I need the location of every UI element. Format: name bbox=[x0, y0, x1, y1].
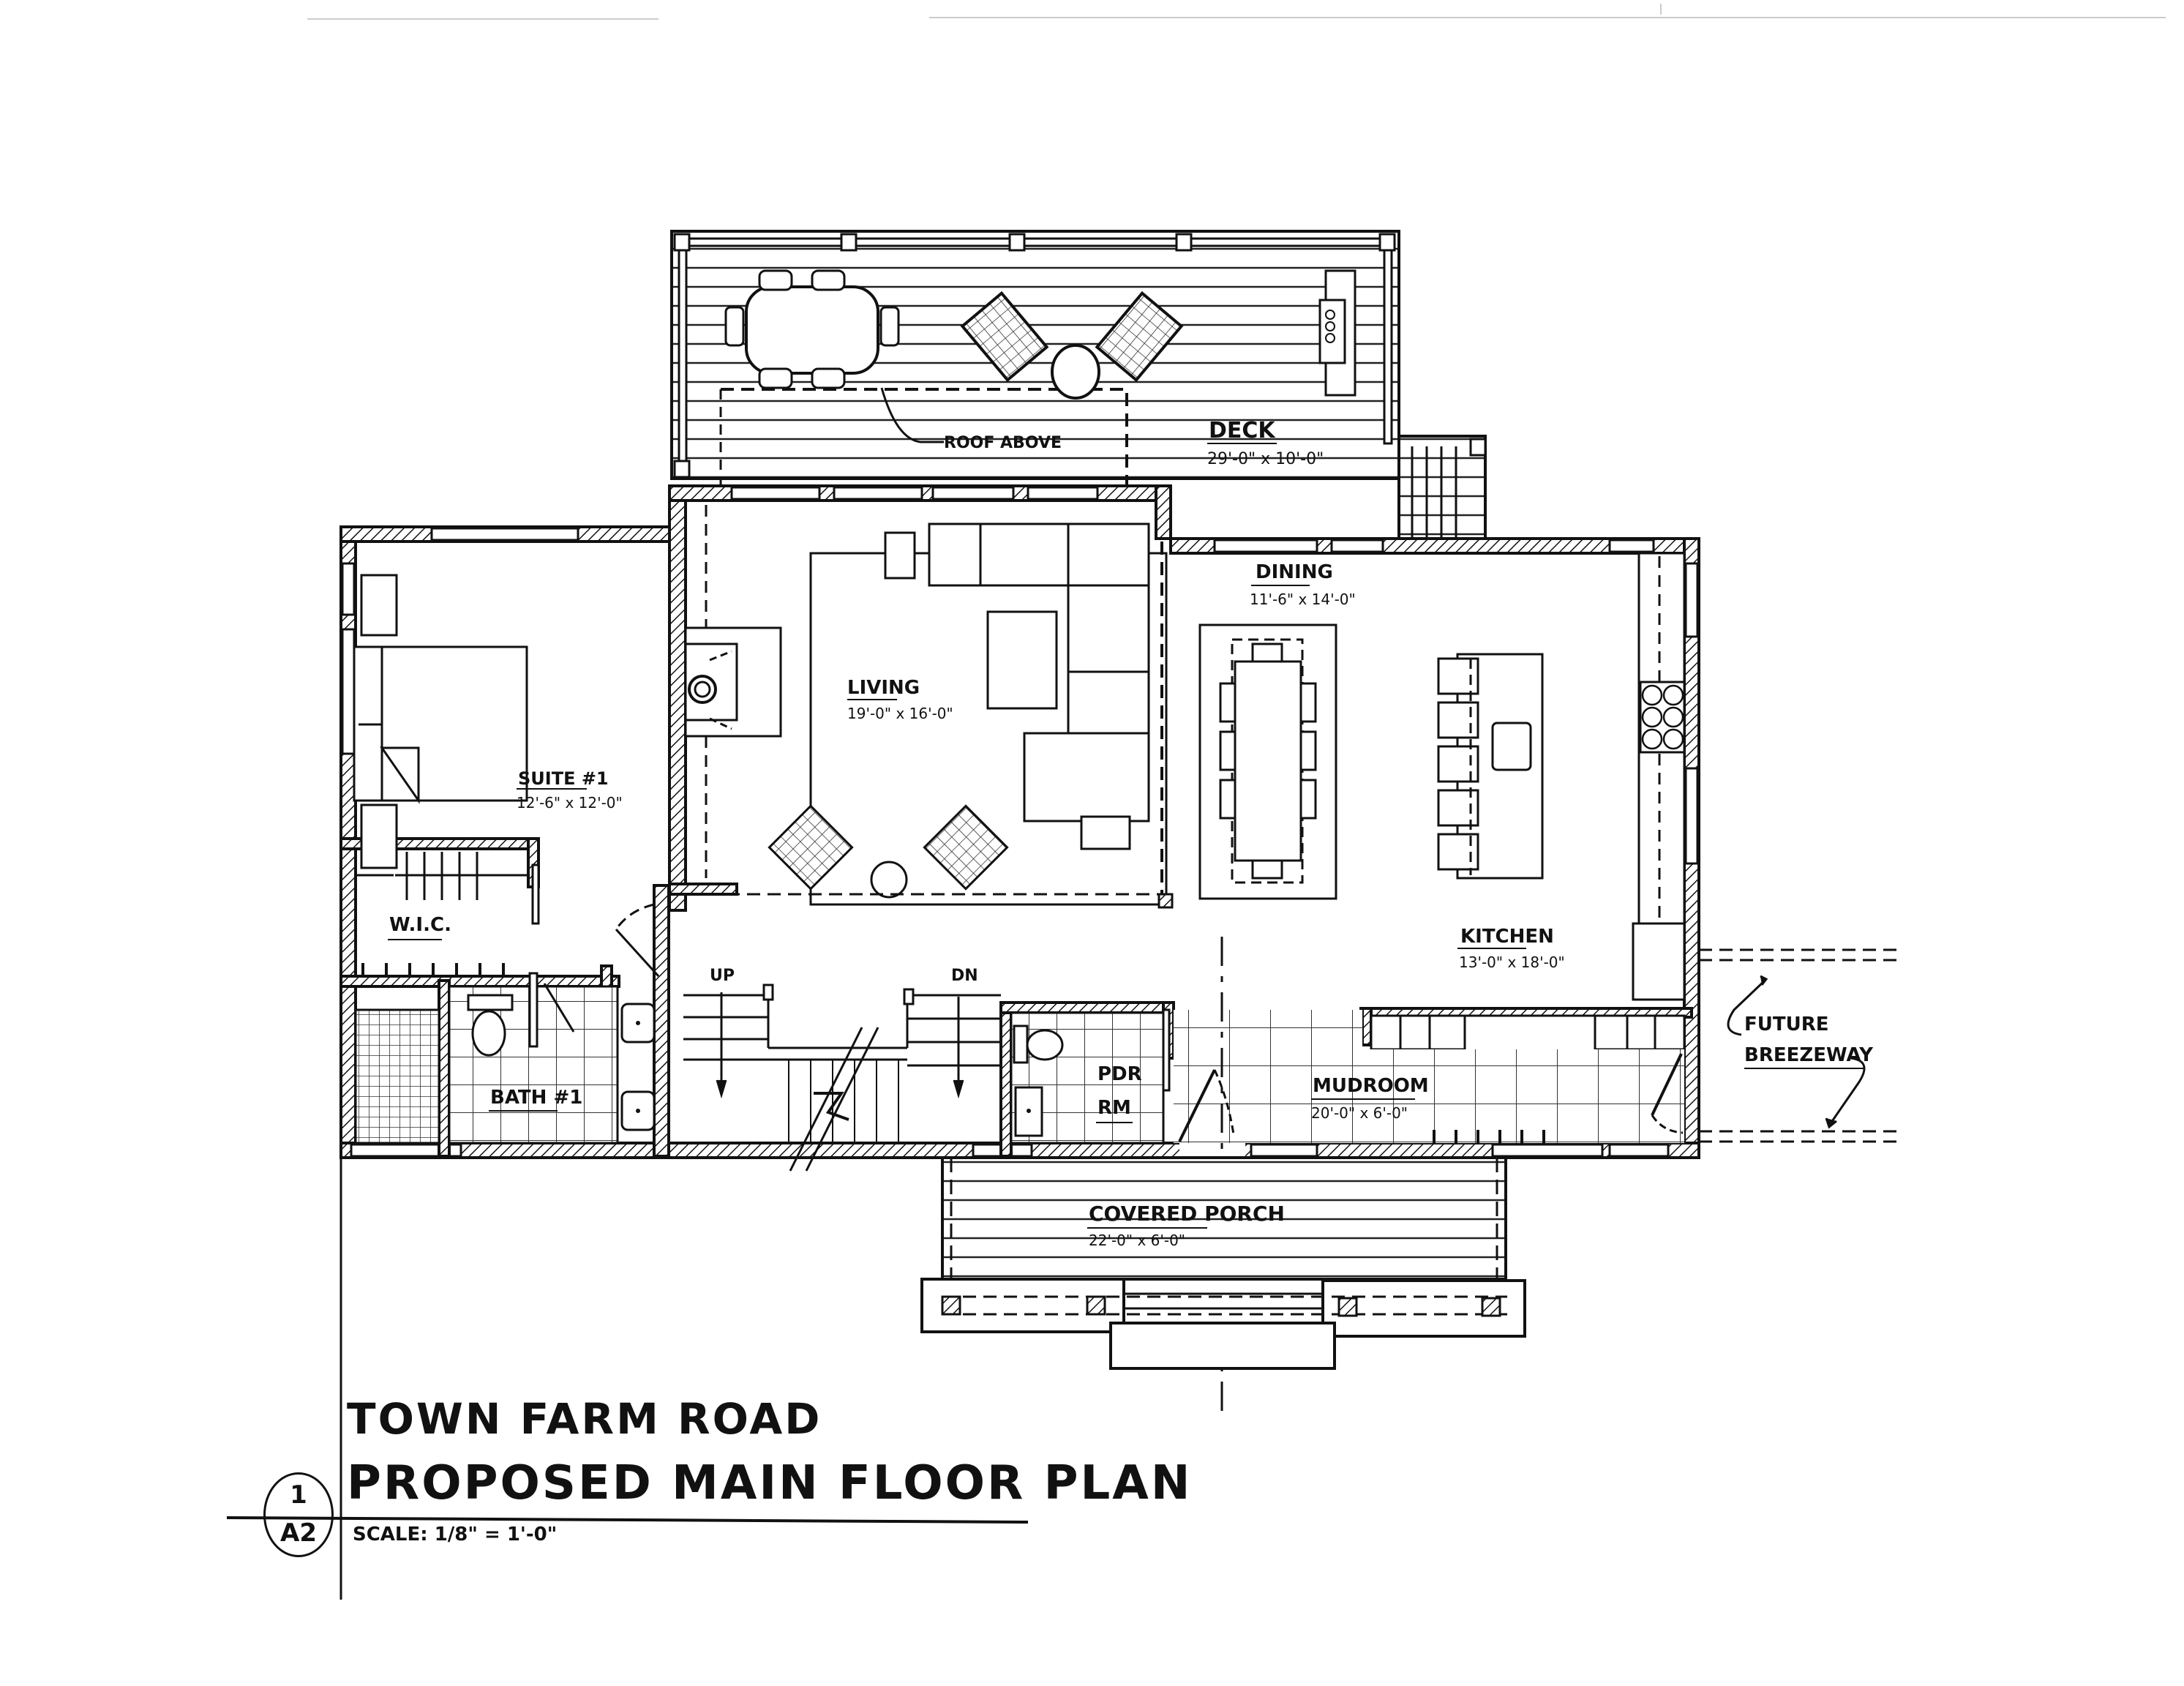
stair-up-label: UP bbox=[710, 967, 735, 985]
dining-size: 11'-6" x 14'-0" bbox=[1250, 591, 1356, 608]
stair-down-label: DN bbox=[951, 967, 978, 985]
roof-above-note: ROOF ABOVE bbox=[944, 434, 1062, 452]
living-label: LIVING bbox=[847, 677, 920, 699]
kitchen-label: KITCHEN bbox=[1460, 926, 1554, 948]
deck bbox=[670, 230, 1487, 540]
stairs bbox=[683, 984, 1001, 1172]
suite-furniture bbox=[353, 574, 660, 978]
fireplace bbox=[684, 505, 782, 878]
detail-bubble: 1 A2 bbox=[263, 1472, 334, 1557]
room-labels: DECK 29'-0" x 10'-0" ROOF ABOVE LIVING 1… bbox=[388, 418, 1874, 1249]
drawing-title: PROPOSED MAIN FLOOR PLAN bbox=[347, 1456, 1193, 1510]
breezeway-label-line1: FUTURE bbox=[1744, 1014, 1829, 1035]
suite-label: SUITE #1 bbox=[518, 768, 609, 789]
kitchen-fixtures bbox=[1370, 552, 1686, 1057]
breezeway-label-line2: BREEZEWAY bbox=[1744, 1044, 1874, 1066]
porch-size: 22'-0" x 6'-0" bbox=[1089, 1232, 1185, 1249]
scan-artifacts bbox=[307, 4, 2166, 20]
scale-note: SCALE: 1/8" = 1'-0" bbox=[353, 1524, 558, 1546]
bath bbox=[354, 972, 656, 1144]
dining-label: DINING bbox=[1256, 561, 1333, 583]
mudroom-label: MUDROOM bbox=[1313, 1075, 1429, 1097]
covered-porch bbox=[920, 1156, 1526, 1370]
wic-label: W.I.C. bbox=[389, 914, 451, 936]
living-size: 19'-0" x 16'-0" bbox=[847, 705, 953, 722]
suite-size: 12'-6" x 12'-0" bbox=[517, 794, 623, 812]
deck-size: 29'-0" x 10'-0" bbox=[1207, 450, 1324, 468]
pdr-label-line1: PDR bbox=[1097, 1063, 1142, 1085]
detail-number: 1 bbox=[290, 1480, 307, 1510]
pdr-label-line2: RM bbox=[1097, 1097, 1131, 1119]
powder-room bbox=[1010, 1008, 1171, 1144]
living-furniture bbox=[686, 522, 1174, 909]
porch-label: COVERED PORCH bbox=[1089, 1202, 1285, 1226]
mudroom bbox=[1174, 1010, 1684, 1143]
future-breezeway bbox=[1699, 948, 1902, 1143]
project-name: TOWN FARM ROAD bbox=[347, 1394, 822, 1444]
mudroom-size: 20'-0" x 6'-0" bbox=[1311, 1104, 1408, 1122]
kitchen-size: 13'-0" x 18'-0" bbox=[1459, 953, 1565, 971]
dining-furniture bbox=[1198, 623, 1337, 900]
bath-label: BATH #1 bbox=[490, 1087, 582, 1109]
title-underline bbox=[226, 1516, 1029, 1524]
sheet-number: A2 bbox=[280, 1518, 317, 1548]
deck-label: DECK bbox=[1209, 418, 1276, 443]
breezeway-arrows bbox=[1727, 975, 1866, 1129]
